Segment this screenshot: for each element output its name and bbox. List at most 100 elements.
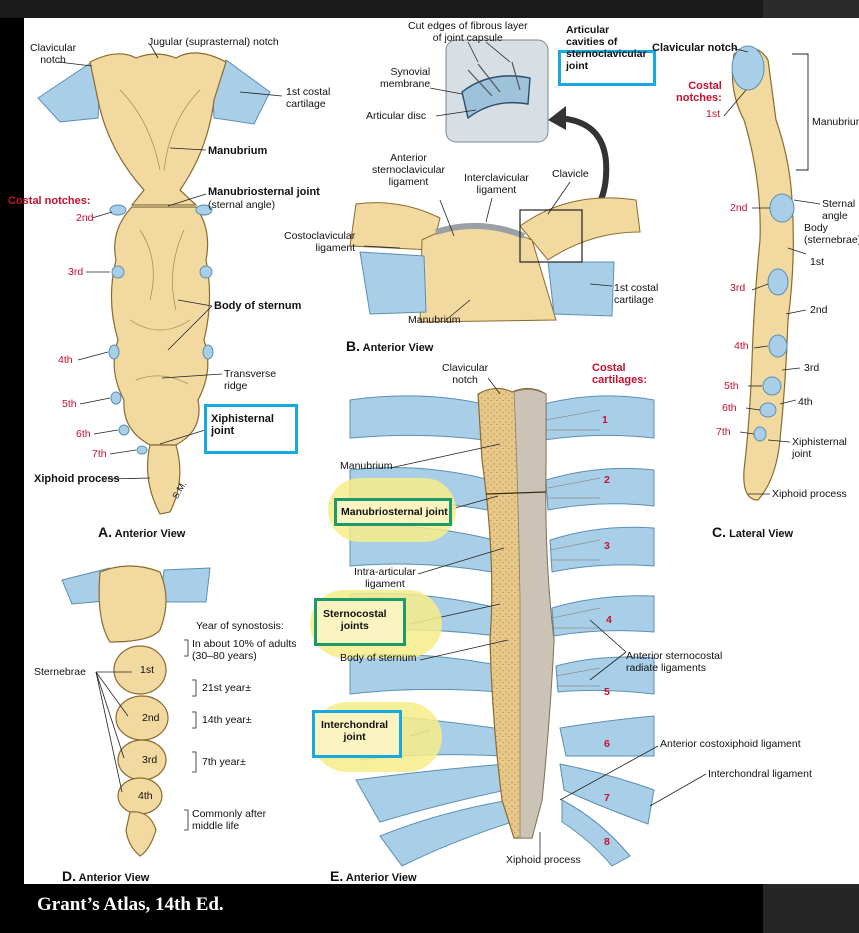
- a-transverse-label: Transverse ridge: [224, 368, 277, 392]
- c-notch-3-label: 3rd: [730, 282, 746, 294]
- e-ant-radiate-label: Anterior sternocostal radiate ligaments: [626, 650, 723, 674]
- panel-b-right-cartilage: [547, 261, 615, 317]
- e-manubrium-label: Manubrium: [340, 460, 393, 472]
- footer-bar: Grant’s Atlas, 14th Ed.: [0, 884, 859, 933]
- panel-b-inset-fibers: [467, 61, 521, 97]
- top-bar: [0, 0, 859, 18]
- d-sternebra-2-label: 2nd: [142, 712, 160, 724]
- source-credit: Grant’s Atlas, 14th Ed.: [37, 894, 224, 915]
- e-cartilage-3-label: 3: [604, 540, 610, 552]
- e-cartilage-7-label: 7: [604, 792, 610, 804]
- a-sternal-angle-label: (sternal angle): [208, 199, 276, 211]
- e-manubriosternal-box: Manubriosternal joint: [334, 498, 452, 526]
- a-manubriosternal-label: Manubriosternal joint: [208, 186, 320, 198]
- a-notch-3-label: 3rd: [68, 266, 84, 278]
- panel-e-manubriosternal-line: [485, 491, 547, 495]
- d-y7-label: 7th year±: [202, 756, 246, 768]
- e-sternocostal-box: Sternocostal joints: [314, 598, 406, 646]
- a-xiphoid-label: Xiphoid process: [34, 473, 120, 485]
- e-cartilage-2-label: 2: [604, 474, 610, 486]
- panel-a-manubrium: [89, 52, 227, 206]
- panel-b-left-cartilage: [359, 251, 427, 315]
- panel-c-notch-2: [769, 193, 795, 223]
- e-cartilage-8-label: 8: [604, 836, 610, 848]
- c-xiphoid-label: Xiphoid process: [772, 488, 847, 500]
- a-view-letter: A.: [98, 524, 112, 540]
- c-sternal-angle-label: Sternal angle: [822, 198, 856, 222]
- e-cartilage-5-label: 5: [604, 686, 610, 698]
- e-clavicular-notch-label: Clavicular notch: [442, 362, 489, 386]
- b-articular-cavities-label: Articular cavities of sternoclavicular j…: [566, 24, 647, 72]
- a-notch-5-label: 5th: [62, 398, 77, 410]
- d-view-label: Anterior View: [78, 872, 150, 884]
- b-ant-sc-lig-label: Anterior sternoclavicular ligament: [372, 152, 445, 188]
- b-interclav-label: Interclavicular ligament: [464, 172, 529, 196]
- d-sternebra-3-label: 3rd: [142, 754, 158, 766]
- panel-d-sternebra-1: [113, 645, 167, 695]
- b-articular-disc-label: Articular disc: [366, 110, 427, 122]
- panel-c-notch-3: [767, 268, 789, 296]
- e-xiphoid-label: Xiphoid process: [506, 854, 581, 866]
- d-y21-label: 21st year±: [202, 682, 251, 694]
- a-notch-4-label: 4th: [58, 354, 73, 366]
- a-first-costal-label: 1st costal cartilage: [286, 86, 331, 110]
- c-xiphisternal-label: Xiphisternal joint: [792, 436, 847, 460]
- panel-a-notch-3r: [199, 265, 213, 279]
- e-interchondral-lig-label: Interchondral ligament: [708, 768, 812, 780]
- a-manubrium-label: Manubrium: [208, 145, 268, 157]
- e-sternocostal-label: Sternocostal joints: [323, 608, 387, 632]
- panel-d-right-cartilage: [159, 567, 211, 603]
- panel-c-leaders: [723, 47, 821, 495]
- panel-b-leaders: [363, 41, 613, 321]
- e-costal-cartilages-label: Costal cartilages:: [592, 362, 648, 386]
- panel-a-texture: [119, 89, 201, 385]
- panel-c-notch-5: [762, 376, 782, 396]
- panel-e-cartilages-right: [543, 395, 655, 867]
- b-articular-box: [558, 50, 656, 86]
- e-cartilage-4-label: 4: [606, 614, 612, 626]
- c-clavicular-notch-label: Clavicular notch: [652, 42, 738, 54]
- d-sternebrae-label: Sternebrae: [34, 666, 86, 678]
- c-notch-1-label: 1st: [706, 108, 721, 120]
- c-sternebra-3-label: 3rd: [804, 362, 820, 374]
- footer-right-tab: [763, 884, 859, 933]
- panel-e-radiate-fibers: [545, 409, 601, 687]
- e-costoxiphoid-label: Anterior costoxiphoid ligament: [660, 738, 801, 750]
- a-notch-6-label: 6th: [76, 428, 91, 440]
- panel-c-notch-clav: [731, 45, 765, 91]
- b-synovial-label: Synovial membrane: [380, 66, 431, 90]
- d-sternebra-1-label: 1st: [140, 664, 155, 676]
- c-sternebra-4-label: 4th: [798, 396, 813, 408]
- panel-a-notch-2: [109, 204, 127, 216]
- b-clavicle-label: Clavicle: [552, 168, 589, 180]
- panel-a-drawing: [37, 43, 283, 515]
- b-view-letter: B.: [346, 338, 360, 354]
- a-clavicular-notch-label: Clavicular notch: [30, 42, 77, 66]
- panel-a-notch-7: [136, 445, 148, 455]
- e-body-label: Body of sternum: [340, 652, 417, 664]
- c-sternebra-1-label: 1st: [810, 256, 825, 268]
- c-view-label: Lateral View: [729, 528, 794, 540]
- a-costal-notches-label: Costal notches:: [8, 195, 91, 207]
- panel-d-xiphoid: [125, 811, 157, 857]
- d-sternebra-4-label: 4th: [138, 790, 153, 802]
- panel-c-notch-4: [768, 334, 788, 358]
- panel-e-ligament-overlay: [513, 389, 555, 839]
- b-cut-edges-label: Cut edges of fibrous layer of joint caps…: [408, 20, 528, 44]
- panel-d-manubrium: [98, 565, 167, 643]
- panel-a-notch-5: [110, 391, 122, 405]
- d-view-title: D. Anterior View: [62, 868, 149, 884]
- a-notch-2-label: 2nd: [76, 212, 94, 224]
- panel-a-notch-6: [118, 424, 130, 436]
- panel-a-body: [110, 206, 211, 446]
- a-xiphisternal-label: Xiphisternal joint: [211, 413, 274, 437]
- panel-c-manubrium-bracket: [792, 53, 809, 171]
- panel-b-drawing: [349, 39, 641, 323]
- a-xiphisternal-box: Xiphisternal joint: [204, 404, 298, 454]
- panel-a-xiphoid: [146, 444, 181, 515]
- panel-c-drawing: [723, 45, 821, 501]
- d-synostosis-label: Year of synostosis:: [196, 620, 284, 632]
- panel-a-notch-4r: [202, 344, 214, 360]
- e-view-title: E. Anterior View: [330, 868, 417, 884]
